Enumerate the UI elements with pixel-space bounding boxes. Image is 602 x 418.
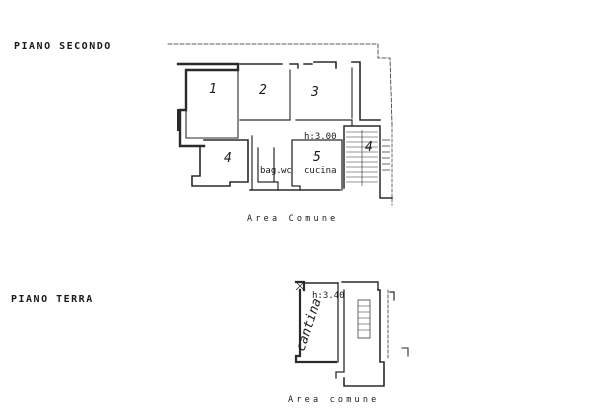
room-number-2: 2 bbox=[259, 83, 267, 98]
property-boundary bbox=[167, 43, 393, 125]
room-1-walls bbox=[185, 69, 239, 139]
height-label-second: h:3.00 bbox=[304, 132, 337, 142]
second-floor-title: PIANO SECONDO bbox=[14, 41, 112, 52]
stair-walls bbox=[343, 125, 393, 199]
corridor-wall bbox=[239, 119, 353, 127]
room-number-4: 4 bbox=[224, 151, 232, 166]
ground-step-right bbox=[401, 347, 409, 357]
room-4-walls bbox=[191, 139, 249, 187]
area-comune-second: Area Comune bbox=[247, 214, 339, 224]
ground-corner-mark bbox=[295, 281, 305, 291]
exterior-wall-left bbox=[176, 62, 240, 148]
ground-floor-title: PIANO TERRA bbox=[11, 294, 94, 305]
room-name-cantina: cantina bbox=[294, 296, 325, 353]
second-floor-plan bbox=[167, 43, 393, 206]
ground-divider bbox=[335, 282, 345, 379]
top-wall-right bbox=[313, 61, 381, 121]
ground-right-stub bbox=[389, 291, 395, 301]
stair-number: 4 bbox=[365, 140, 373, 155]
stair-treads bbox=[346, 130, 378, 186]
service-block-walls bbox=[251, 135, 279, 191]
room-number-5: 5 bbox=[313, 150, 321, 165]
room-number-3: 3 bbox=[310, 85, 319, 100]
area-comune-ground: Area comune bbox=[288, 395, 380, 405]
ground-top-wall bbox=[303, 281, 379, 291]
room-number-1: 1 bbox=[209, 82, 217, 97]
ground-right-wall bbox=[343, 289, 385, 387]
room-2-walls bbox=[239, 63, 313, 69]
room-name-cucina: cucina bbox=[304, 166, 337, 176]
room-name-bagno: bag. bbox=[260, 166, 282, 176]
height-label-ground: h:3.40 bbox=[312, 291, 345, 301]
ground-inner-treads bbox=[358, 305, 370, 331]
kitchen-walls bbox=[291, 139, 343, 191]
right-steps bbox=[382, 139, 390, 171]
ground-inner-stair bbox=[357, 299, 371, 339]
room-name-wc: wc bbox=[281, 166, 292, 176]
